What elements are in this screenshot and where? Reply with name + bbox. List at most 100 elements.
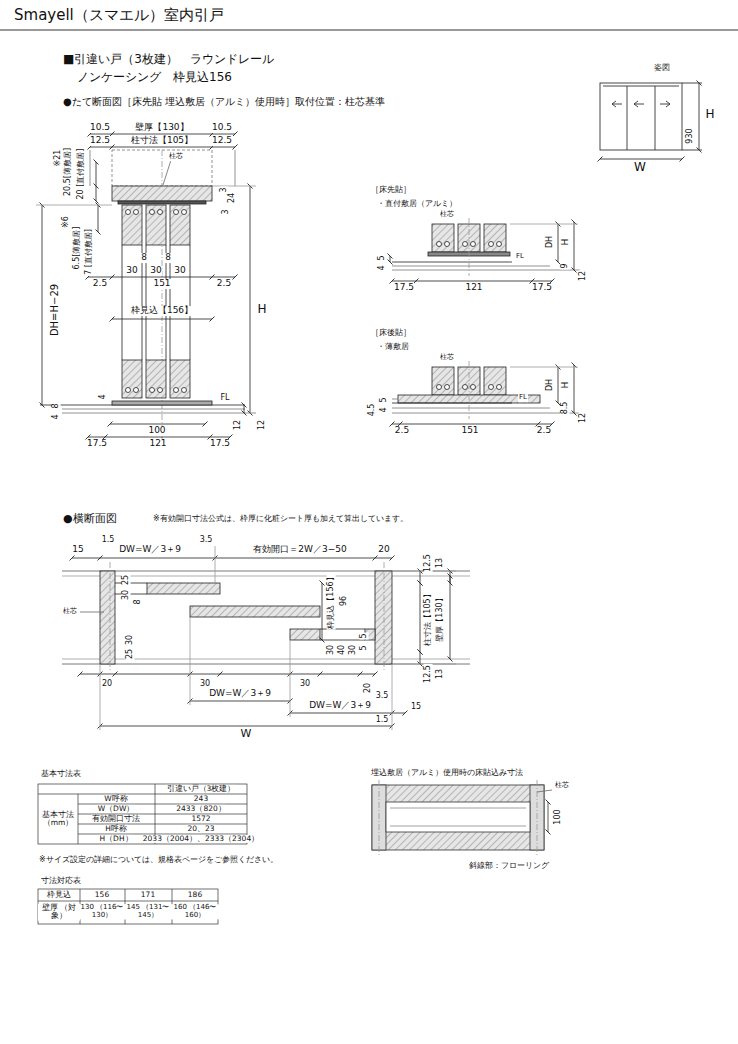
dimension-vertical: 12.5: [424, 553, 433, 573]
dimension-label: 12.5: [211, 136, 233, 146]
vertical-section: [36, 134, 256, 440]
title-rule: [0, 30, 738, 31]
horizontal-section-part: [290, 640, 291, 717]
dimension-label: DW=W／3＋9: [118, 545, 182, 555]
dimension-label: W: [633, 161, 647, 174]
dimension-label: ●たて断面図［床先貼 埋込敷居（アルミ）使用時］取付位置：柱芯基準: [62, 96, 386, 107]
floor-after-detail-part-part: [471, 385, 476, 390]
dimension-label: 12.5: [89, 136, 111, 146]
horizontal-section-part: [72, 558, 392, 559]
dimension-label: 15: [410, 703, 422, 712]
dimension-label: 有効開口＝2W／3−50: [252, 545, 347, 555]
vertical-section-part: [244, 405, 245, 413]
dimension-label: 3.5: [199, 536, 214, 545]
floor-after-detail-part-part: [463, 385, 468, 390]
floor-first-detail-part: [574, 222, 575, 270]
vertical-section-part: [118, 201, 206, 204]
dimension-vertical: 25: [122, 574, 131, 586]
elevation-part: [612, 101, 622, 107]
dimension-vertical: 4: [99, 393, 108, 400]
floor-after-detail-part: [432, 367, 454, 395]
dimension-label: W（DW）: [97, 805, 136, 813]
dimension-label: FL: [518, 394, 528, 402]
dimension-label: 30: [173, 266, 186, 276]
title-rule-part: [0, 30, 738, 31]
horizontal-section-part: [190, 617, 191, 705]
vertical-section-part-part: [134, 388, 139, 393]
dimension-label: 3.5: [375, 692, 390, 701]
horizontal-section-part: [322, 583, 323, 640]
floor-first-detail-part-part: [471, 242, 476, 247]
dimension-label: 2433（820）: [175, 805, 226, 813]
dimension-vertical: 枠見込【156】: [327, 572, 336, 629]
dimension-label: 2.5: [394, 426, 410, 436]
dimension-label: ・薄敷居: [376, 343, 410, 352]
floor-after-detail-part: [392, 424, 552, 425]
dimension-label: 17.5: [209, 439, 231, 449]
dimension-label: 17.5: [393, 283, 415, 293]
dimension-vertical: 24: [228, 192, 237, 204]
dimension-label: 基本寸法表: [40, 770, 82, 779]
vertical-section-part: [88, 437, 230, 438]
horizontal-section-part: [100, 664, 101, 730]
floor-plan-part: [390, 808, 526, 809]
table-cell: 壁厚 （対象）: [38, 904, 80, 921]
dimension-label: DW=W／3＋9: [308, 701, 372, 711]
dimension-vertical: 12: [579, 412, 588, 424]
elevation-part: [699, 83, 700, 150]
floor-after-detail-part-part: [497, 385, 502, 390]
dimension-label: 30: [199, 680, 211, 689]
dimension-label: ■引違い戸（3枚建） ラウンドレール: [62, 53, 275, 66]
horizontal-section-part: [215, 546, 216, 583]
dimension-label: 柱芯: [168, 153, 184, 161]
dimension-vertical: 5: [360, 644, 369, 651]
horizontal-section-part: [384, 562, 385, 672]
floor-first-detail-part: [392, 270, 580, 271]
elevation: [600, 83, 702, 159]
dimension-vertical: 930: [686, 127, 695, 144]
floor-after-detail-part: [392, 399, 398, 400]
floor-plan-part: [537, 790, 552, 792]
vertical-section-part: [190, 245, 191, 360]
vertical-section-part: [250, 186, 251, 413]
dimension-label: H呼称: [104, 825, 128, 833]
dimension-vertical: 13: [436, 557, 445, 569]
floor-first-detail-part-part: [497, 242, 502, 247]
elevation-part: [600, 159, 682, 160]
dimension-label: ［床先貼］: [370, 186, 412, 195]
horizontal-section-part: [62, 571, 470, 572]
vertical-section-part-part: [150, 210, 155, 215]
vertical-section-part: [112, 401, 212, 405]
floor-after-detail: [392, 361, 580, 424]
floor-first-detail-part: [469, 218, 470, 276]
vertical-section-part: [98, 205, 99, 232]
dimension-vertical: 96: [340, 595, 349, 607]
elevation-part: [682, 150, 702, 151]
dimension-label: 柱寸法【105】: [130, 136, 194, 146]
dimension-label: DW=W／3＋9: [208, 689, 272, 699]
floor-plan: [372, 780, 552, 855]
dimension-label: 20、23: [186, 825, 215, 833]
floor-after-detail-part-part: [437, 385, 442, 390]
dimension-label: 1.5: [375, 716, 390, 725]
vertical-section-part-part: [182, 388, 187, 393]
dimension-label: H: [704, 108, 715, 121]
vertical-section-part: [90, 147, 235, 148]
dimension-label: 1.5: [101, 536, 116, 545]
dimension-label: ●横断面図: [62, 513, 118, 525]
dimension-label: 壁厚【130】: [134, 123, 189, 133]
vertical-section-part: [170, 360, 190, 398]
floor-after-detail-part: [392, 413, 580, 414]
dimension-label: 30: [149, 266, 162, 276]
horizontal-section-part: [190, 606, 320, 617]
horizontal-section-part: [375, 571, 392, 664]
floor-first-detail-part: [510, 224, 578, 225]
horizontal-section-part: [190, 701, 290, 702]
floor-plan-part: [548, 802, 549, 832]
dimension-label: 121: [148, 439, 167, 449]
horizontal-section-part: [420, 571, 421, 583]
horizontal-section-part: [100, 726, 392, 727]
dimension-label: 186: [187, 891, 203, 899]
dimension-vertical: 12.5: [424, 664, 433, 684]
